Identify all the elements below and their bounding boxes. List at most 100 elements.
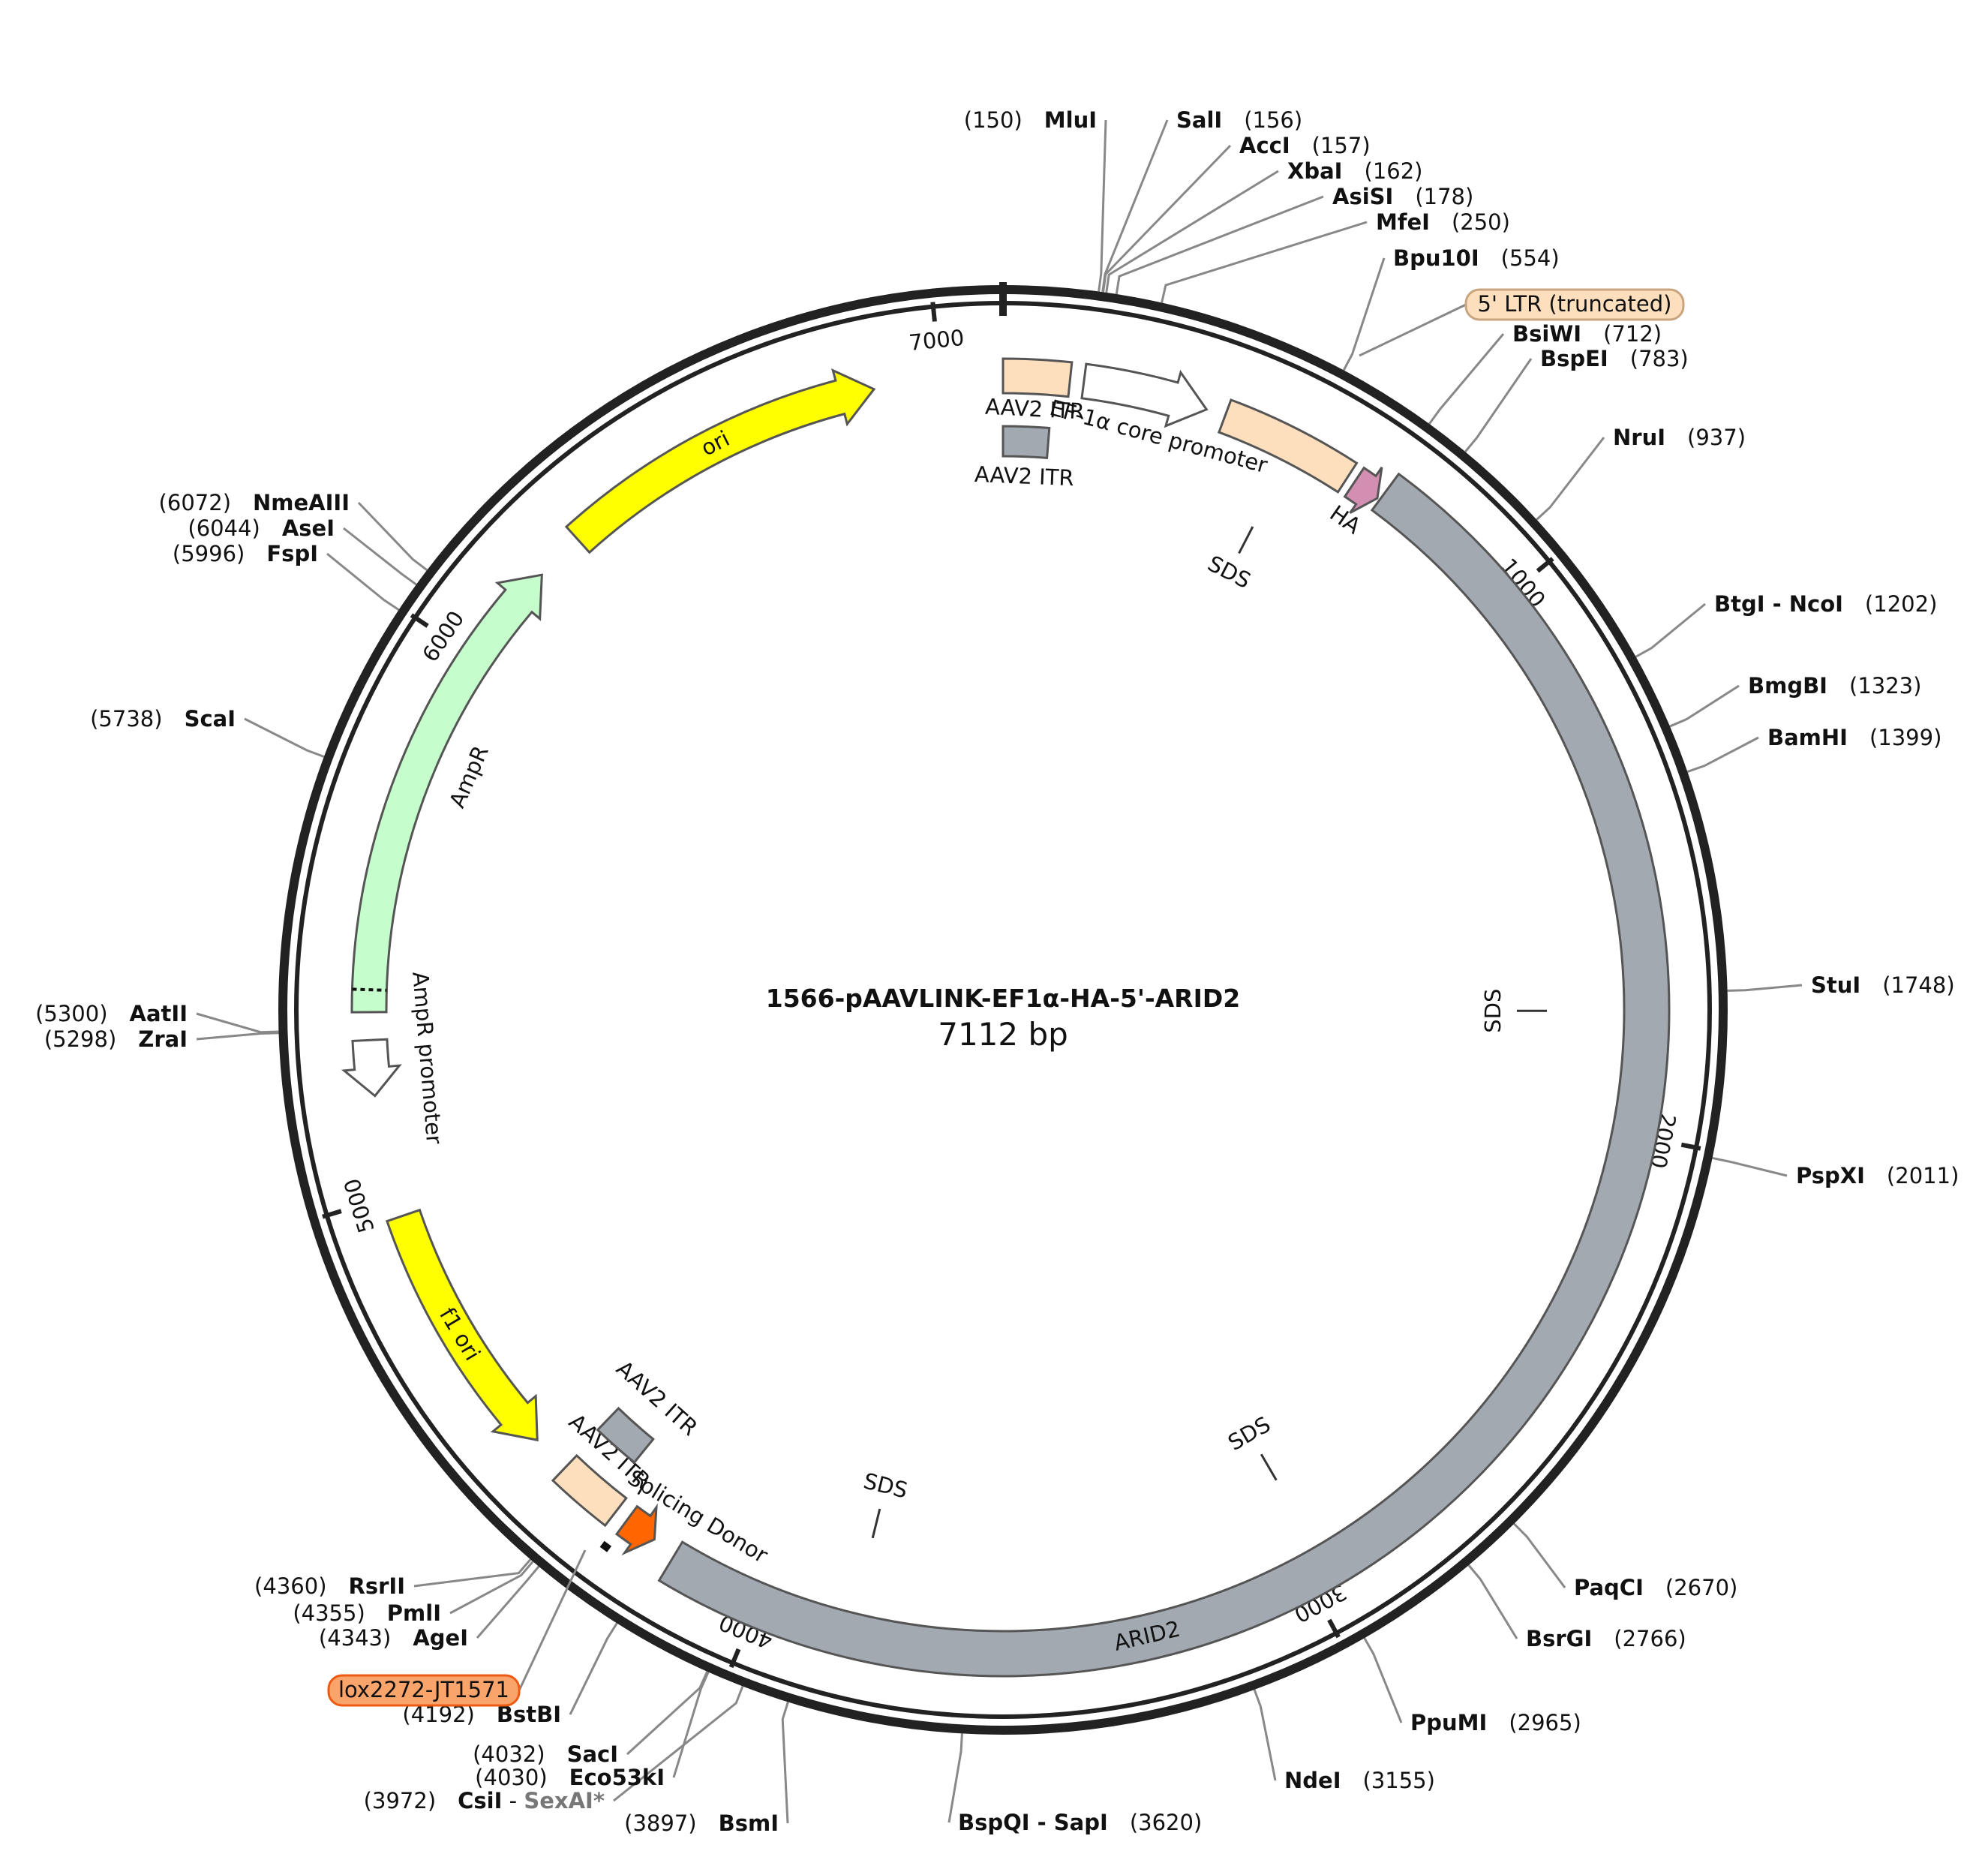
- site-name-bspqi-sapi: BspQI - SapI: [958, 1810, 1108, 1835]
- site-name-asisi: AsiSI: [1332, 184, 1393, 209]
- box-leader-5-ltr-truncated: [1359, 303, 1467, 357]
- site-position-bsiwi: 712: [1611, 321, 1653, 347]
- sds-mark-1: [1238, 526, 1254, 554]
- site-name-mfei: MfeI: [1376, 209, 1430, 235]
- site-leader-bsiwi: [1428, 333, 1505, 425]
- site-leader-bspqi-sapi: [947, 1733, 963, 1823]
- site-name-scai: ScaI: [185, 706, 236, 732]
- tick-4000: [728, 1648, 741, 1669]
- tick-2000: [1680, 1142, 1701, 1151]
- site-leader-fspi: [326, 552, 400, 611]
- site-position-paqci: 2670: [1674, 1575, 1729, 1600]
- site-label-eco53ki: (4030) Eco53kI: [475, 1765, 665, 1790]
- site-label-bsmi: (3897) BsmI: [624, 1810, 779, 1836]
- site-leader-mlui: [1098, 119, 1107, 292]
- site-name-bmgbi: BmgBI: [1748, 673, 1827, 699]
- site-label-saci: (4032) SacI: [473, 1741, 618, 1767]
- tick-7000: [930, 302, 937, 322]
- site-name-ppumi: PpuMI: [1410, 1710, 1487, 1735]
- site-label-fspi: (5996) FspI: [173, 541, 318, 566]
- site-label-aatii: (5300) AatII: [35, 1001, 188, 1026]
- feature-ampr-promoter-label: AmpR promoter: [407, 971, 447, 1146]
- site-label-asisi: AsiSI (178): [1332, 184, 1473, 209]
- sds-label-4: SDS: [861, 1468, 911, 1503]
- feature-lox2272: [599, 1540, 612, 1552]
- site-leader-saci: [626, 1671, 709, 1756]
- sds-mark-3: [1260, 1453, 1278, 1481]
- site-label-mfei: MfeI (250): [1376, 209, 1510, 235]
- site-leader-bmgbi: [1669, 684, 1740, 728]
- site-position-bpu10i: 554: [1509, 245, 1551, 271]
- site-name-pmli: PmlI: [387, 1600, 441, 1626]
- site-name-stui: StuI: [1811, 972, 1860, 998]
- feature-ha: [1343, 466, 1383, 514]
- site-position-fspi: 5996: [181, 541, 236, 566]
- site-position-aatii: 5300: [44, 1001, 99, 1026]
- site-name-bpu10i: Bpu10I: [1393, 245, 1479, 271]
- site-position-scai: 5738: [98, 706, 154, 732]
- feature-splicing-donor: [614, 1503, 658, 1556]
- site-name-ndei: NdeI: [1284, 1768, 1341, 1793]
- site-name-saci: SacI: [567, 1741, 618, 1767]
- site-name-mlui: MluI: [1044, 107, 1097, 133]
- feature-ori: [564, 368, 876, 554]
- feature-ampr-label: AmpR: [444, 742, 494, 812]
- box-5-ltr-truncated: [1464, 288, 1685, 321]
- tick-3000: [1327, 1618, 1341, 1639]
- site-label-mlui: (150) MluI: [964, 107, 1097, 133]
- tick-6000: [410, 613, 429, 628]
- site-label-bspei: BspEI (783): [1540, 346, 1689, 371]
- site-leader-acci: [1102, 144, 1232, 293]
- feature-ltr-5-truncated-box: [1217, 398, 1359, 494]
- feature-arid2: [657, 472, 1671, 1678]
- site-name-aatii: AatII: [130, 1001, 188, 1026]
- plasmid-length: 7112 bp: [938, 1016, 1068, 1053]
- site-position-nmeaiii: 6072: [167, 490, 223, 515]
- site-label-stui: StuI (1748): [1811, 972, 1955, 998]
- site-name-sexai: SexAI*: [524, 1788, 605, 1813]
- site-label-nmeaiii: (6072) NmeAIII: [159, 490, 350, 515]
- site-name-xbai: XbaI: [1287, 158, 1342, 184]
- site-position-zrai: 5298: [53, 1026, 108, 1052]
- site-leader-btgi-ncoi: [1635, 602, 1706, 658]
- site-leader-bamhi: [1686, 736, 1759, 773]
- tick-label-7000: 7000: [908, 325, 965, 356]
- site-label-pspxi: PspXI (2011): [1796, 1163, 1959, 1188]
- site-leader-pmli: [449, 1561, 534, 1615]
- site-label-asei: (6044) AseI: [188, 515, 335, 541]
- site-label-sali: SalI (156): [1176, 107, 1302, 133]
- site-leader-asei: [343, 527, 417, 586]
- site-label-ndei: NdeI (3155): [1284, 1768, 1435, 1793]
- site-name-agei: AgeI: [413, 1625, 468, 1651]
- site-position-pmli: 4355: [302, 1600, 357, 1626]
- site-position-xbai: 162: [1373, 158, 1414, 184]
- box-label-lox2272-jt1571: lox2272-JT1571: [338, 1677, 509, 1702]
- feature-ampr: [350, 573, 543, 1014]
- site-name-nmeaiii: NmeAIII: [253, 490, 350, 515]
- site-name-bsmi: BsmI: [719, 1810, 779, 1836]
- feature-aav2-itr-top-outer: [1002, 357, 1074, 398]
- feature-ef1a-core-promoter: [1080, 362, 1209, 428]
- site-name-btgi-ncoi: BtgI - NcoI: [1714, 591, 1843, 617]
- site-name-sali: SalI: [1176, 107, 1222, 133]
- site-leader-ppumi: [1363, 1637, 1403, 1723]
- tick-label-5000: 5000: [339, 1176, 380, 1236]
- site-leader-csii: [613, 1685, 744, 1802]
- feature-f1-ori: [386, 1208, 539, 1442]
- site-label-bpu10i: Bpu10I (554): [1393, 245, 1560, 271]
- site-label-zrai: (5298) ZraI: [44, 1026, 188, 1052]
- site-position-bspei: 783: [1638, 346, 1680, 371]
- site-position-bspqi-sapi: 3620: [1138, 1810, 1194, 1835]
- site-label-btgi-ncoi: BtgI - NcoI (1202): [1714, 591, 1937, 617]
- plasmid-name: 1566-pAAVLINK-EF1α-HA-5'-ARID2: [766, 984, 1240, 1013]
- sds-label-3: SDS: [1224, 1411, 1275, 1456]
- site-leader-rsrii: [413, 1558, 532, 1588]
- site-position-rsrii: 4360: [263, 1573, 318, 1599]
- site-position-csii: 3972: [372, 1788, 428, 1813]
- site-leader-stui: [1727, 984, 1803, 992]
- site-leader-nrui: [1536, 437, 1605, 521]
- feature-aav2-itr-top-outer-label: AAV2 ITR: [984, 394, 1085, 425]
- site-position-asisi: 178: [1424, 184, 1465, 209]
- site-leader-bpu10i: [1342, 257, 1386, 371]
